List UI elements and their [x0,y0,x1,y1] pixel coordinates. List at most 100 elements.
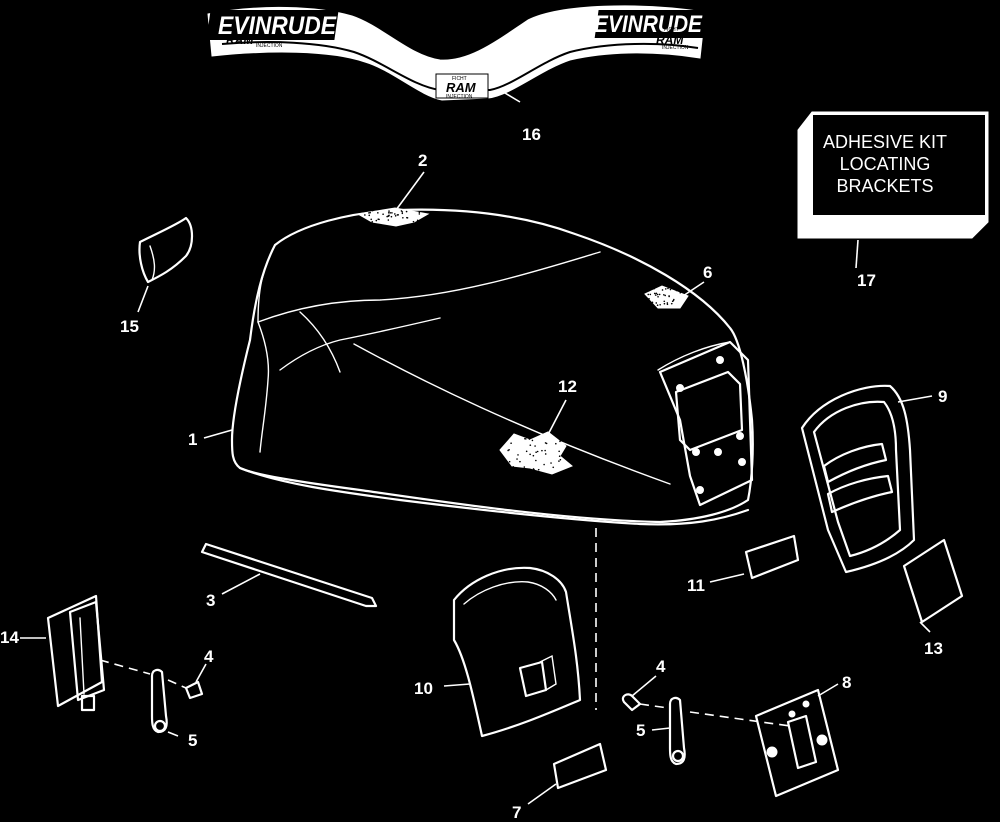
patch-texture-dot [416,219,419,222]
patch-texture-dot [651,301,654,304]
patch-texture-dot [365,220,368,222]
decal-ram-center: RAM [446,80,477,95]
patch-texture-dot [679,291,682,294]
patch-texture-dot [541,449,543,452]
patch-texture-dot [369,211,371,214]
patch-texture-dot [559,440,561,443]
callout-1: 1 [188,430,197,449]
patch-texture-dot [563,454,566,457]
callout-10: 10 [414,679,433,698]
patch-texture-dot [670,302,673,305]
engine-cover-1 [230,208,754,526]
patch-texture-dot [663,300,666,303]
vent-grille-9 [800,384,916,574]
kit-box-line-3: BRACKETS [836,176,933,196]
patch-texture-dot [401,211,404,213]
callout-5-left: 5 [188,731,197,750]
adhesive-pad-7 [552,742,608,790]
patch-texture-dot [536,450,539,453]
patch-texture-dot [666,302,669,304]
patch-texture-dot [550,462,552,464]
patch-12 [499,431,573,475]
patch-texture-dot [525,450,528,453]
patch-texture-dot [368,212,370,214]
patch-texture-dot [664,294,667,297]
patch-texture-dot [405,210,408,213]
patch-texture-dot [657,295,659,298]
patch-texture-dot [647,293,650,296]
patch-texture-dot [558,455,561,457]
decal-injection-center: INJECTION [446,94,473,100]
patch-texture-dot [519,460,521,463]
callout-9: 9 [938,387,947,406]
patch-texture-dot [655,292,658,295]
patch-texture-dot [394,215,397,217]
patch-texture-dot [666,303,669,306]
patch-texture-dot [650,305,653,307]
patch-texture-dot [418,213,421,215]
kit-box-line-2: LOCATING [840,154,931,174]
patch-texture-dot [401,212,404,215]
pad-15-edge [149,245,156,281]
callout-4-right: 4 [656,657,666,676]
screw-4-right [621,693,642,712]
patch-texture-dot [389,212,392,214]
patch-texture-dot [364,214,366,216]
bracket-14 [46,594,106,712]
decal-injection-right: INJECTION [662,45,689,51]
patch-texture-dot [661,289,664,291]
callout-2: 2 [418,151,427,170]
patch-texture-dot [658,293,661,296]
patch-texture-dot [544,449,546,452]
patch-texture-dot [663,302,666,305]
callout-11: 11 [687,576,705,595]
patch-texture-dot [387,211,390,214]
decal-brand-right: EVINRUDE [594,11,703,38]
patch-texture-dot [555,442,557,445]
patch-texture-dot [543,463,545,466]
patch-texture-dot [517,454,519,456]
adhesive-pad-11 [744,534,800,580]
latch-lever-5-left [150,668,168,734]
leader-lines [20,89,933,805]
callout-13: 13 [924,639,943,658]
callout-8: 8 [842,673,851,692]
patch-texture-dot [545,442,548,445]
screw-4-left [184,680,204,700]
decal-ribbon-16 [206,5,709,101]
plate-8 [754,688,840,798]
patch-texture-dot [562,453,565,456]
callout-14: 14 [0,628,19,647]
patch-texture-dot [648,298,650,300]
patch-texture-dot [552,466,555,469]
patch-texture-dot [529,444,532,446]
patch-texture-dot [390,215,393,218]
patch-texture-dot [537,468,540,471]
patch-texture-dot [377,212,379,214]
patch-texture-dot [388,210,390,212]
patch-texture-dot [418,211,421,214]
patch-texture-dot [544,453,547,455]
patch-texture-dot [559,458,562,461]
kit-box-line-1: ADHESIVE KIT [823,132,947,152]
pad-15 [138,216,194,284]
patch-texture-dot [412,220,415,223]
patch-texture-dot [516,458,518,460]
callout-3: 3 [206,591,215,610]
patch-texture-dot [402,216,404,219]
patch-texture-dot [397,214,399,216]
patch-texture-dot [525,438,527,440]
latch-lever-5-right [668,696,686,766]
patch-texture-dot [512,465,515,468]
adhesive-kit-box-17 [797,111,989,239]
patch-texture-dot [650,288,652,291]
decal-injection-left: INJECTION [256,43,283,49]
patch-texture-dot [375,219,378,222]
patch-texture-dot [533,468,535,471]
patch-texture-dot [653,292,656,295]
patch-texture-dot [371,209,374,212]
patch-texture-dot [648,289,650,292]
patch-texture-dot [677,289,680,292]
patch-texture-dot [532,454,535,457]
